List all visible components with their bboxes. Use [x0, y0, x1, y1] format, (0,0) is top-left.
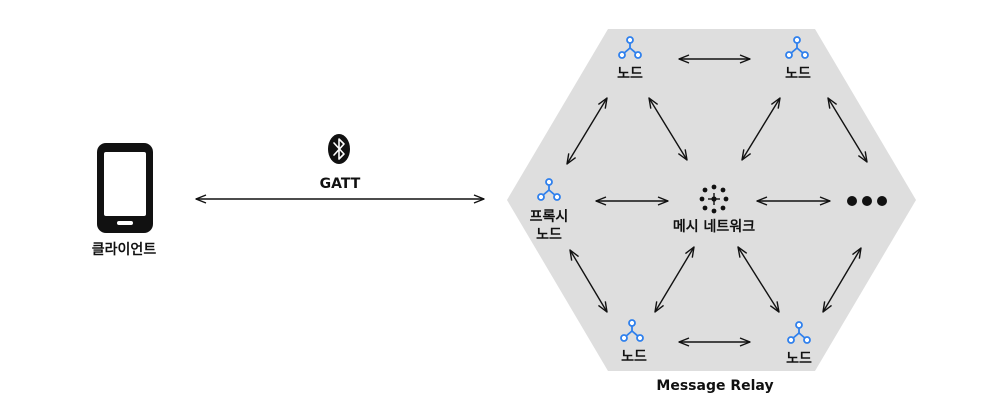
arrow-topleft-proxy	[566, 97, 608, 165]
node-label-top-right: 노드	[785, 66, 811, 82]
node-icon	[787, 321, 811, 344]
node-label-top-left: 노드	[617, 66, 643, 82]
proxy-node-label-line1: 프록시	[529, 209, 569, 225]
node-icon	[785, 36, 809, 59]
node-icon	[618, 36, 642, 59]
node-label-bottom-left: 노드	[621, 349, 647, 365]
arrow-topleft-center	[648, 97, 688, 161]
arrow-topright-center	[741, 97, 781, 161]
node-label-bottom-right: 노드	[786, 351, 812, 367]
node-icon	[620, 319, 644, 342]
proxy-node-label-line2: 노드	[536, 227, 562, 243]
mesh-arrows	[566, 54, 868, 347]
mesh-network-label: 메시 네트워크	[672, 219, 756, 235]
node-icon	[537, 178, 561, 201]
mesh-hexagon	[507, 29, 916, 371]
bluetooth-icon	[328, 134, 350, 164]
arrow-center-bottomright	[737, 246, 780, 313]
arrow-proxy-bottomleft	[569, 249, 608, 313]
gatt-label: GATT	[319, 176, 361, 192]
smartphone-icon	[97, 143, 153, 233]
ellipsis-icon	[847, 196, 887, 206]
arrow-center-bottomleft	[654, 246, 695, 313]
mesh-network-icon	[699, 184, 729, 214]
arrow-more-bottomright	[822, 247, 862, 313]
client-label: 클라이언트	[91, 242, 157, 258]
arrow-topright-more	[827, 97, 868, 163]
message-relay-caption: Message Relay	[656, 378, 774, 394]
